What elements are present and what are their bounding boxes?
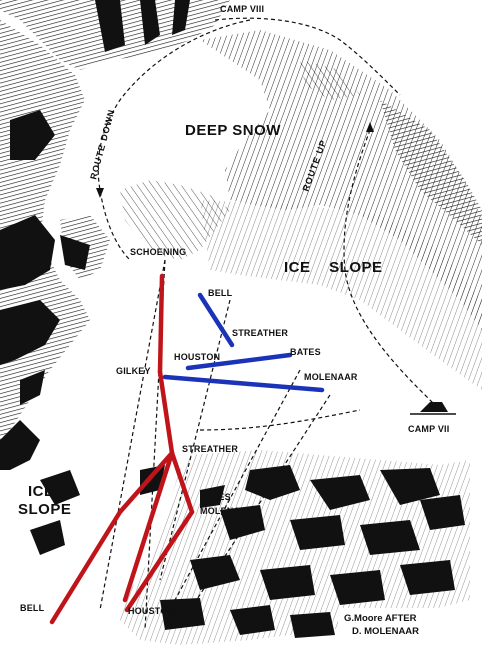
credit-box: G.Moore AFTER D. MOLENAAR <box>338 608 456 638</box>
climber-streather-upper-label: STREATHER <box>232 328 288 338</box>
rope-streather-bates <box>169 450 195 515</box>
route-lines <box>97 17 439 631</box>
climber-gilkey-label: GILKEY <box>116 366 151 376</box>
ice-slope-upper-label: ICE SLOPE <box>284 259 383 276</box>
blue-rope <box>162 292 325 393</box>
rope-streather-houston <box>122 450 175 603</box>
left-lower-rocks <box>0 420 80 555</box>
rope-gilkey-molenaar <box>162 374 325 393</box>
camp-vii-label: CAMP VII <box>408 424 449 434</box>
climber-bell-lower-label: BELL <box>20 603 45 613</box>
right-rock-ridge <box>200 30 482 330</box>
route-down-arrow-icon <box>96 188 104 198</box>
climber-houston-upper-label: HOUSTON <box>174 352 220 362</box>
left-rock-wall <box>0 20 90 440</box>
climber-bates-lower-label: BATES <box>200 492 231 502</box>
route-arrows <box>96 122 374 198</box>
ice-slope-left-label-line1: ICE <box>28 483 55 500</box>
rope-schoening-gilkey <box>157 273 165 375</box>
central-serac <box>60 180 230 280</box>
climber-schoening-label: SCHOENING <box>130 247 186 257</box>
rope-bates-houston <box>124 509 195 613</box>
rope-gilkey-streather <box>157 369 175 456</box>
climber-houston-lower-label: HOUSTON <box>128 606 174 616</box>
red-rope <box>49 273 195 625</box>
camp-vii-tent-icon <box>410 402 456 415</box>
route-up-arrow-icon <box>366 122 374 132</box>
route-up-path <box>343 129 439 409</box>
ice-slope-left-label-line2: SLOPE <box>18 501 71 518</box>
ice-slope-band <box>200 200 482 390</box>
climber-bates-upper-label: BATES <box>290 347 321 357</box>
rope-streather-bell <box>49 450 175 625</box>
deep-snow-label: DEEP SNOW <box>185 122 281 139</box>
climber-streather-lower-label: STREATHER <box>182 444 238 454</box>
credit-line1: G.Moore AFTER <box>344 613 417 624</box>
climber-molenaar-lower-label: MOLENAAR <box>200 506 254 516</box>
credit-line2: D. MOLENAAR <box>352 626 419 637</box>
upper-cliff <box>0 0 230 70</box>
climber-molenaar-upper-label: MOLENAAR <box>304 372 358 382</box>
route-upper-traverse <box>214 17 401 96</box>
rope-houston-bates <box>185 352 293 371</box>
rope-bell-streather <box>197 292 235 348</box>
climber-bell-upper-label: BELL <box>208 288 233 298</box>
camp-viii-label: CAMP VIII <box>220 4 264 14</box>
route-down-path <box>97 19 251 261</box>
